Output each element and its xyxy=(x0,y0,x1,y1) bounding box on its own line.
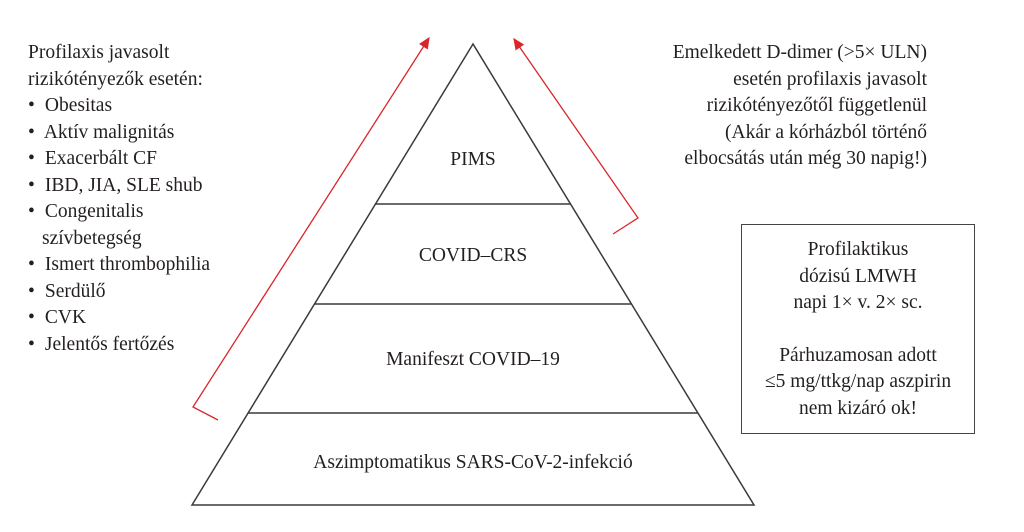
list-item: • Exacerbált CF xyxy=(28,148,157,169)
list-item: • Aktív malignitás xyxy=(28,121,175,143)
list-item: • Serdülő xyxy=(28,280,106,302)
risk-heading-1: Profilaxis javasolt xyxy=(28,42,170,63)
box-line: Profilaktikus xyxy=(807,239,909,260)
level-manifest-covid: Manifeszt COVID–19 xyxy=(386,349,560,370)
right-red-arrow xyxy=(513,37,639,235)
level-asymptomatic: Aszimptomatikus SARS-CoV-2-infekció xyxy=(313,452,633,473)
list-item: • Ismert thrombophilia xyxy=(28,254,211,275)
list-item: • IBD, JIA, SLE shub xyxy=(28,174,203,196)
risk-factor-list: • Obesitas • Aktív malignitás • Exacerbá… xyxy=(28,93,210,358)
d-dimer-note: Emelkedett D-dimer (>5× ULN) esetén prof… xyxy=(673,40,927,173)
level-covid-crs: COVID–CRS xyxy=(418,245,528,266)
note-line: rizikótényezőtől függetlenül xyxy=(706,95,927,116)
risk-heading-2: rizikótényezők esetén: xyxy=(28,68,203,90)
note-line: elbocsátás után még 30 napig!) xyxy=(684,148,927,169)
risk-factors-panel: Profilaxis javasolt rizikótényezők eseté… xyxy=(28,40,210,358)
note-line: (Akár a kórházból történő xyxy=(725,121,927,143)
box-line: ≤5 mg/ttkg/nap aszpirin xyxy=(764,371,952,392)
box-line: Párhuzamosan adott xyxy=(779,344,937,366)
box-line: dózisú LMWH xyxy=(799,265,917,287)
lmwh-box: Profilaktikus dózisú LMWH napi 1× v. 2× … xyxy=(741,224,975,434)
pyramid-outline xyxy=(190,42,756,506)
list-item: • Jelentős fertőzés xyxy=(28,333,175,355)
box-line: napi 1× v. 2× sc. xyxy=(793,292,923,313)
note-line: esetén profilaxis javasolt xyxy=(733,68,927,90)
list-item: • CVK xyxy=(28,307,87,328)
level-pims: PIMS xyxy=(450,149,496,170)
left-red-arrow xyxy=(192,36,430,421)
box-line: nem kizáró ok! xyxy=(798,397,918,419)
list-item: • Obesitas xyxy=(28,95,113,116)
note-line: Emelkedett D-dimer (>5× ULN) xyxy=(672,42,927,63)
